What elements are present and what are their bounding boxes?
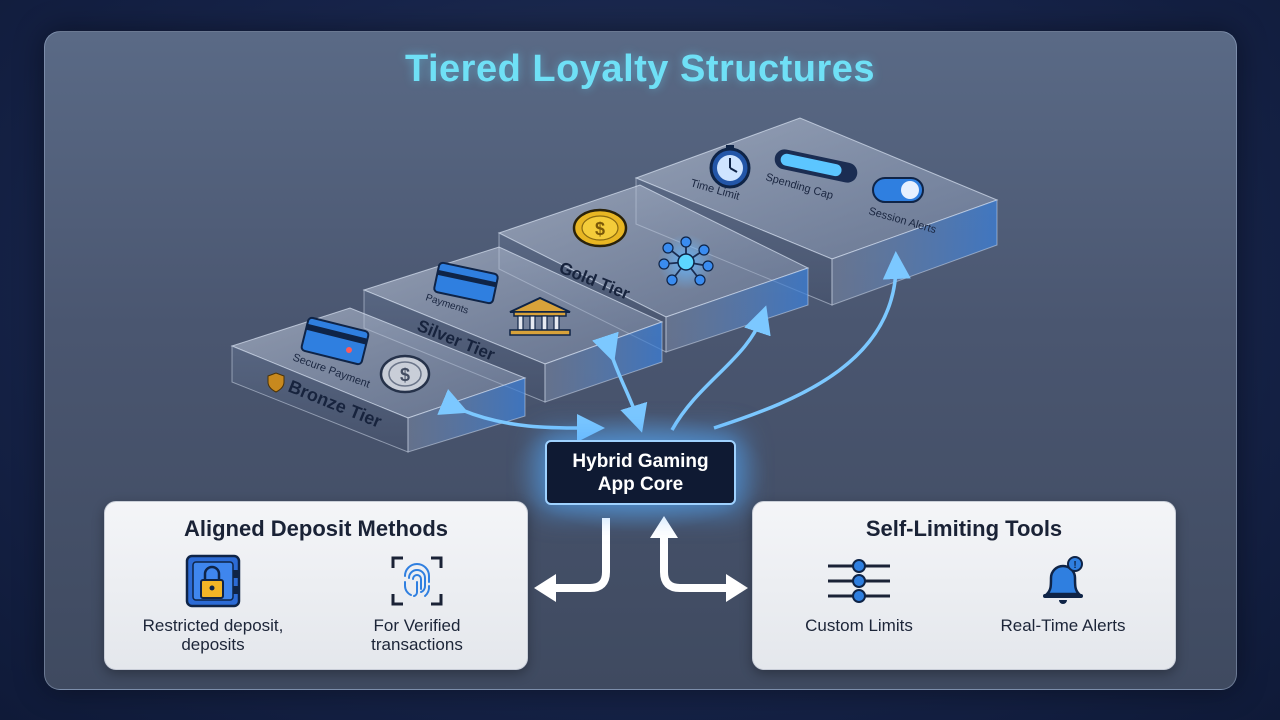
- deposit-card-title: Aligned Deposit Methods: [184, 516, 448, 541]
- real-time-alerts-label: Real-Time Alerts: [1000, 616, 1126, 635]
- credit-card-icon: [300, 316, 370, 366]
- bell-alert-icon: !: [1043, 556, 1083, 604]
- gold-coin-icon: $: [572, 208, 628, 248]
- diagram-title: Tiered Loyalty Structures: [404, 48, 876, 90]
- tools-card-title: Self-Limiting Tools: [865, 516, 1063, 541]
- spending-cap-bar-icon: [774, 149, 858, 183]
- deposit-item-verified: For Verified transactions: [327, 552, 507, 654]
- credit-card-icon: [433, 261, 499, 305]
- arrow-top: [713, 251, 911, 430]
- verified-item-label-line2: transactions: [371, 635, 463, 654]
- self-limiting-tools-card: Self-Limiting Tools Custom Limits ! Real…: [752, 501, 1176, 670]
- bank-icon: [509, 296, 571, 336]
- custom-limits-label: Custom Limits: [805, 616, 913, 635]
- safe-lock-icon: [185, 554, 241, 608]
- svg-text:!: !: [1073, 560, 1076, 571]
- arrow-bronze: [437, 389, 605, 443]
- arrow-to-deposit: [552, 518, 610, 592]
- svg-text:$: $: [595, 219, 605, 239]
- core-label-line1: Hybrid Gaming: [572, 450, 709, 472]
- silver-coin-icon: $: [379, 354, 431, 394]
- toggle-switch-icon: [872, 177, 924, 203]
- svg-text:$: $: [400, 365, 410, 385]
- arrow-to-tools: [660, 538, 730, 592]
- sliders-icon: [828, 559, 890, 603]
- deposit-item-label-line1: Restricted deposit,: [142, 616, 284, 635]
- shield-icon: [267, 372, 285, 393]
- stopwatch-icon: [709, 145, 751, 189]
- white-elbow-arrows: [552, 518, 730, 592]
- aligned-deposit-card: Aligned Deposit Methods Restricted depos…: [104, 501, 528, 670]
- deposit-item-restricted: Restricted deposit, deposits: [123, 552, 303, 654]
- arrow-gold: [670, 305, 771, 431]
- core-label-line2: App Core: [597, 473, 684, 495]
- tools-item-custom-limits: Custom Limits: [769, 552, 949, 635]
- arrow-silver: [592, 331, 648, 433]
- fingerprint-icon: [391, 556, 443, 606]
- hybrid-gaming-core-node: Hybrid Gaming App Core: [545, 440, 736, 505]
- network-hub-icon: [658, 234, 714, 290]
- deposit-item-label-line2: deposits: [181, 635, 245, 654]
- connector-arrows: [437, 251, 911, 443]
- verified-item-label-line1: For Verified: [373, 616, 461, 635]
- tools-item-real-time-alerts: ! Real-Time Alerts: [973, 552, 1153, 635]
